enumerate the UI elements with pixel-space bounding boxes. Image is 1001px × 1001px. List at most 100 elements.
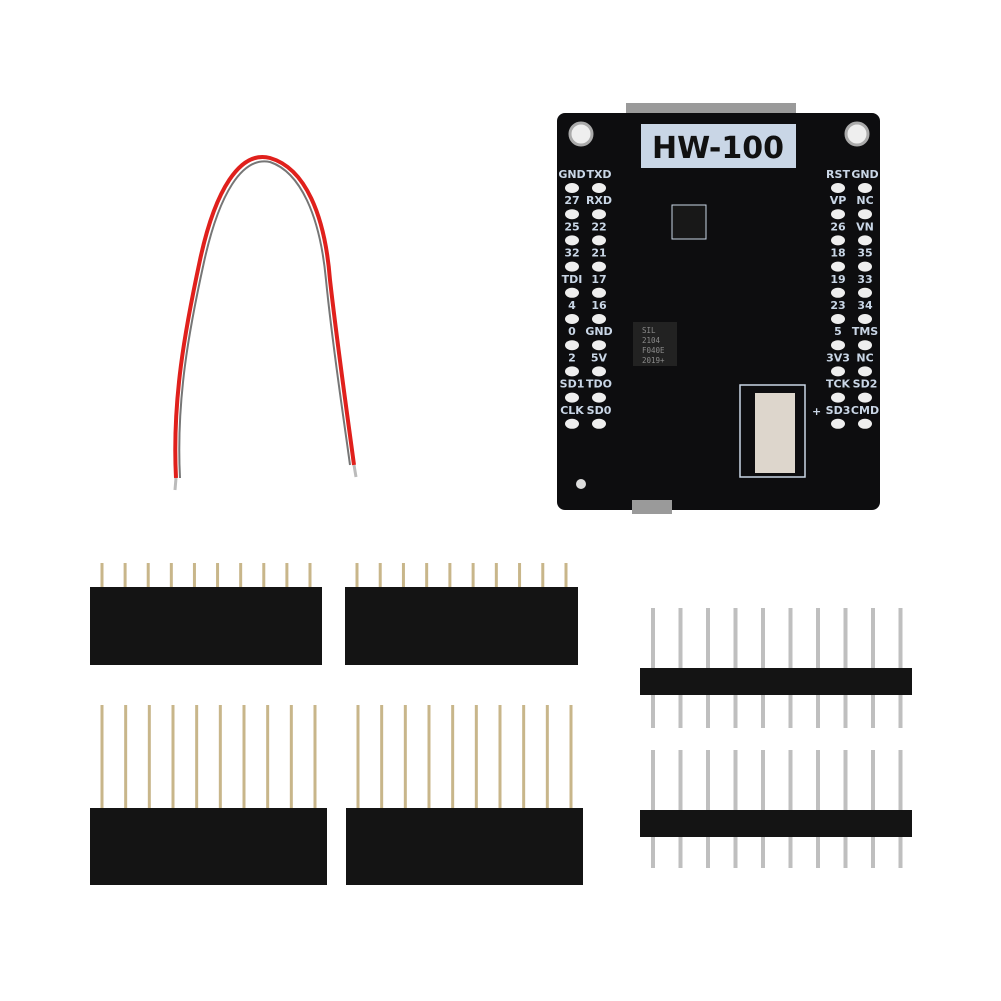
- pin-hole: [592, 392, 606, 403]
- pin-label: VP: [830, 194, 847, 207]
- female-header-long: [90, 705, 327, 885]
- pin-label: 16: [591, 299, 607, 312]
- pin-label: 26: [830, 220, 846, 233]
- pin-label: 18: [830, 247, 845, 260]
- pin-hole: [592, 418, 606, 429]
- pin-label: 35: [857, 247, 872, 260]
- pin-label: TCK: [826, 378, 851, 391]
- mount-hole: [844, 121, 870, 147]
- battery-plus-label: +: [812, 405, 821, 418]
- chip-marking-line: SIL: [642, 326, 656, 335]
- pin-label: 3V3: [826, 351, 850, 364]
- usb-uart-chip: [633, 322, 677, 366]
- pin-label: SD0: [587, 404, 612, 417]
- female-header-long: [346, 705, 583, 885]
- pin-label: NC: [856, 351, 873, 364]
- pin-label: TDI: [562, 273, 583, 286]
- pin-label: 5: [834, 325, 842, 338]
- pin-hole: [592, 366, 606, 377]
- pin-hole: [592, 340, 606, 351]
- header-body: [90, 808, 327, 885]
- pin-hole: [592, 183, 606, 193]
- pin-hole: [565, 392, 579, 403]
- pin-label: 0: [568, 325, 576, 338]
- pin-hole: [565, 340, 579, 351]
- pin-hole: [592, 235, 606, 246]
- chip-marking-line: F040E: [642, 346, 665, 355]
- pin-hole: [831, 183, 845, 193]
- pin-hole: [858, 392, 872, 403]
- pin-hole: [592, 209, 606, 220]
- pin-label: 25: [564, 220, 579, 233]
- battery-connector: [755, 393, 795, 473]
- pin-label: 33: [857, 273, 872, 286]
- female-header-short: [90, 563, 322, 665]
- pin-hole: [858, 287, 872, 298]
- pin-label: 2: [568, 351, 576, 364]
- pin-label: 5V: [591, 351, 608, 364]
- pin-hole: [565, 287, 579, 298]
- male-header: [640, 750, 912, 868]
- pin-label: TDO: [586, 378, 612, 391]
- pin-hole: [858, 314, 872, 324]
- battery-connector-outline: [739, 384, 806, 478]
- chip-marking-line: 2104: [642, 336, 661, 345]
- micro-usb-port: [632, 500, 672, 514]
- pin-hole: [565, 366, 579, 377]
- pin-hole: [565, 418, 579, 429]
- pin-hole: [858, 418, 872, 429]
- header-body: [345, 587, 578, 665]
- pin-label: 23: [830, 299, 845, 312]
- pin-hole: [565, 235, 579, 246]
- pin-hole: [831, 392, 845, 403]
- pin-hole: [565, 261, 579, 272]
- pin-label: GND: [585, 325, 612, 338]
- pin-hole: [858, 235, 872, 246]
- pin-hole: [592, 314, 606, 324]
- pin-hole: [858, 366, 872, 377]
- pin-label: 27: [564, 194, 579, 207]
- pin-label: 17: [591, 273, 606, 286]
- pin-hole: [858, 340, 872, 351]
- pin-hole: [831, 418, 845, 429]
- header-body: [640, 668, 912, 695]
- chip-marking-line: 2019+: [642, 356, 665, 365]
- pin-label: RST: [826, 168, 850, 181]
- mount-hole: [568, 121, 594, 147]
- pin-hole: [565, 314, 579, 324]
- pin-hole: [592, 287, 606, 298]
- pin-label: TMS: [852, 325, 878, 338]
- pin-label: 19: [830, 273, 845, 286]
- pin-hole: [858, 183, 872, 193]
- jumper-wire: [173, 155, 358, 491]
- pin-label: GND: [558, 168, 585, 181]
- pin-hole: [831, 366, 845, 377]
- female-header-short: [345, 563, 578, 665]
- header-body: [346, 808, 583, 885]
- pin-label: 21: [591, 247, 606, 260]
- pin-label: NC: [856, 194, 873, 207]
- pin-label: SD3: [826, 404, 851, 417]
- pin-label: 4: [568, 299, 576, 312]
- pin-hole: [831, 314, 845, 324]
- pin-hole: [592, 261, 606, 272]
- pin-label: 32: [564, 247, 579, 260]
- pin-label: SD1: [560, 378, 585, 391]
- pin-label: 22: [591, 220, 606, 233]
- pin-label: CMD: [851, 404, 879, 417]
- pin-hole: [858, 209, 872, 220]
- board-title: HW-100: [652, 131, 784, 166]
- header-body: [90, 587, 322, 665]
- pin-hole: [565, 209, 579, 220]
- pin-hole: [831, 287, 845, 298]
- pin-hole: [565, 183, 579, 193]
- pin-label: RXD: [586, 194, 612, 207]
- pin-label: TXD: [586, 168, 611, 181]
- pin-hole: [858, 261, 872, 272]
- pin-label: GND: [851, 168, 878, 181]
- pin-label: SD2: [853, 378, 878, 391]
- pin-label: 34: [857, 299, 873, 312]
